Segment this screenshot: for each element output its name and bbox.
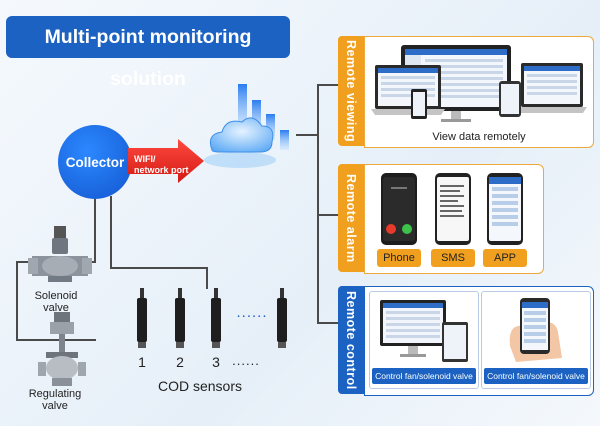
cloud-to-bus-line [296,134,318,136]
tab-remote-control: Remote control [338,286,364,394]
cloud-data-icon [204,84,289,168]
tab-remote-alarm: Remote alarm [338,164,364,272]
cod-sensors-caption: COD sensors [157,378,243,394]
mobile-control-illustration [509,298,562,362]
collector-to-sensors-line [110,196,112,268]
solenoid-valve-line1: Solenoid [34,290,78,302]
cod-sensor-icon [175,288,185,348]
solenoid-valve-icon [28,226,92,282]
alarm-app-label: APP [483,249,527,267]
control-card-desktop: Control fan/solenoid valve [369,291,479,389]
solenoid-valve-line2: valve [43,302,69,314]
sensors-drop-line [206,267,208,289]
solenoid-valve-label: Solenoid valve [26,290,86,314]
sensor-number-2: 2 [176,354,184,370]
tab-remote-viewing-label: Remote viewing [344,39,358,143]
phone-call-icon [381,173,417,245]
collector-label: Collector [65,154,125,170]
devices-illustration [371,45,587,122]
tab-remote-control-label: Remote control [344,290,358,390]
control-fan-valve-label-1: Control fan/solenoid valve [372,368,476,384]
control-card-mobile: Control fan/solenoid valve [481,291,591,389]
sms-icon [435,173,471,245]
connection-label-line1: WIFI/ [134,154,156,164]
cod-sensor-icon [277,288,287,348]
connection-label: WIFI/ network port [134,154,189,176]
bus-to-viewing-line [317,84,341,86]
bus-vertical-line [317,84,319,322]
cod-sensor-icon [211,288,221,348]
alarm-sms-label: SMS [431,249,475,267]
sensor-ellipsis: ...... [232,353,260,368]
view-remotely-caption: View data remotely [432,131,526,143]
desktop-control-illustration [380,300,468,362]
collector-node: Collector [58,125,132,199]
wifi-arrow-icon [128,139,204,183]
page-title: Multi-point monitoring solution [6,16,290,90]
remote-viewing-panel: View data remotely [364,36,594,148]
regulating-valve-icon [38,312,86,386]
cod-sensor-icon [137,288,147,348]
devices-bracket-bottom [16,339,96,341]
bus-to-control-line [317,322,341,324]
bus-to-alarm-line [317,214,341,216]
connection-label-line2: network port [134,165,189,175]
remote-alarm-panel: Phone SMS APP [364,164,544,274]
regulating-valve-label: Regulating valve [20,388,90,412]
collector-to-devices-line [94,199,96,261]
sensors-line [110,267,207,269]
sensor-number-3: 3 [212,354,220,370]
regulating-valve-line2: valve [42,400,68,412]
control-fan-valve-label-2: Control fan/solenoid valve [484,368,588,384]
tab-remote-alarm-label: Remote alarm [344,173,358,263]
regulating-valve-line1: Regulating [28,388,82,400]
sensor-dotted-separator: ...... [236,304,268,321]
devices-bracket-left [16,261,18,339]
app-icon [487,173,523,245]
alarm-phone-label: Phone [377,249,421,267]
tab-remote-viewing: Remote viewing [338,36,364,146]
sensor-number-1: 1 [138,354,146,370]
remote-control-panel: Control fan/solenoid valve Control fan/s… [364,286,594,396]
